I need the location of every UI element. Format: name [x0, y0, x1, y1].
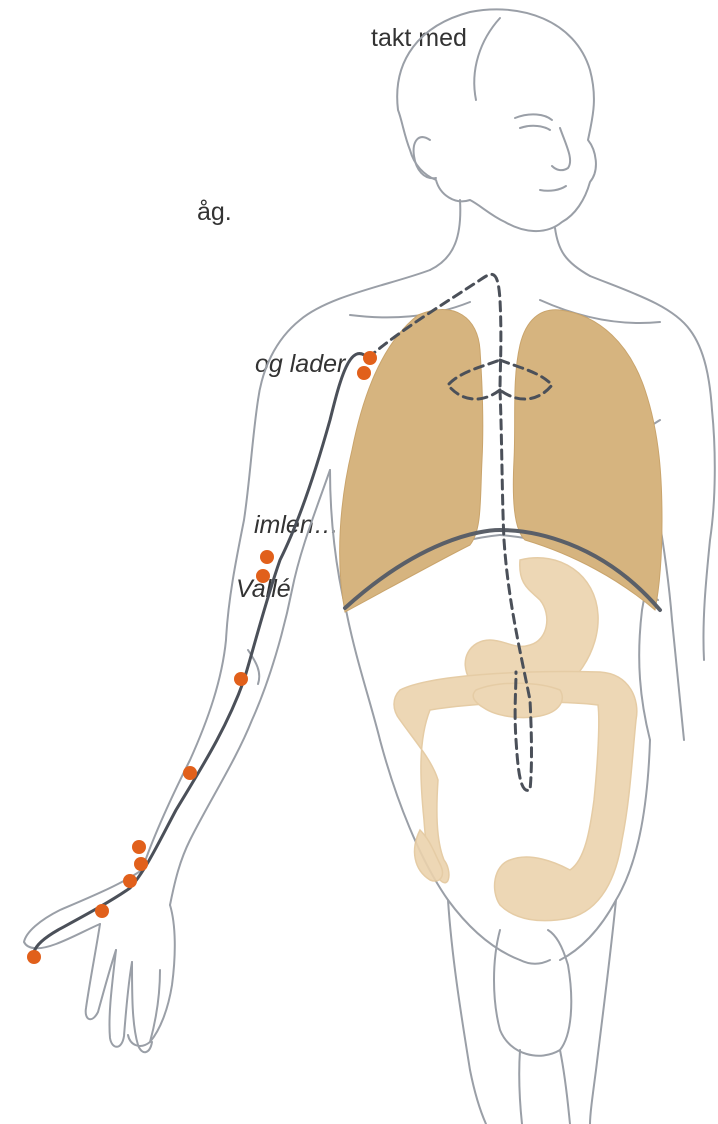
- point-9: [123, 874, 137, 888]
- arm-meridian-line: [34, 354, 368, 952]
- point-1: [363, 351, 377, 365]
- point-10: [95, 904, 109, 918]
- point-5: [234, 672, 248, 686]
- point-7: [132, 840, 146, 854]
- point-4: [256, 569, 270, 583]
- point-3: [260, 550, 274, 564]
- point-8: [134, 857, 148, 871]
- point-2: [357, 366, 371, 380]
- point-11: [27, 950, 41, 964]
- point-6: [183, 766, 197, 780]
